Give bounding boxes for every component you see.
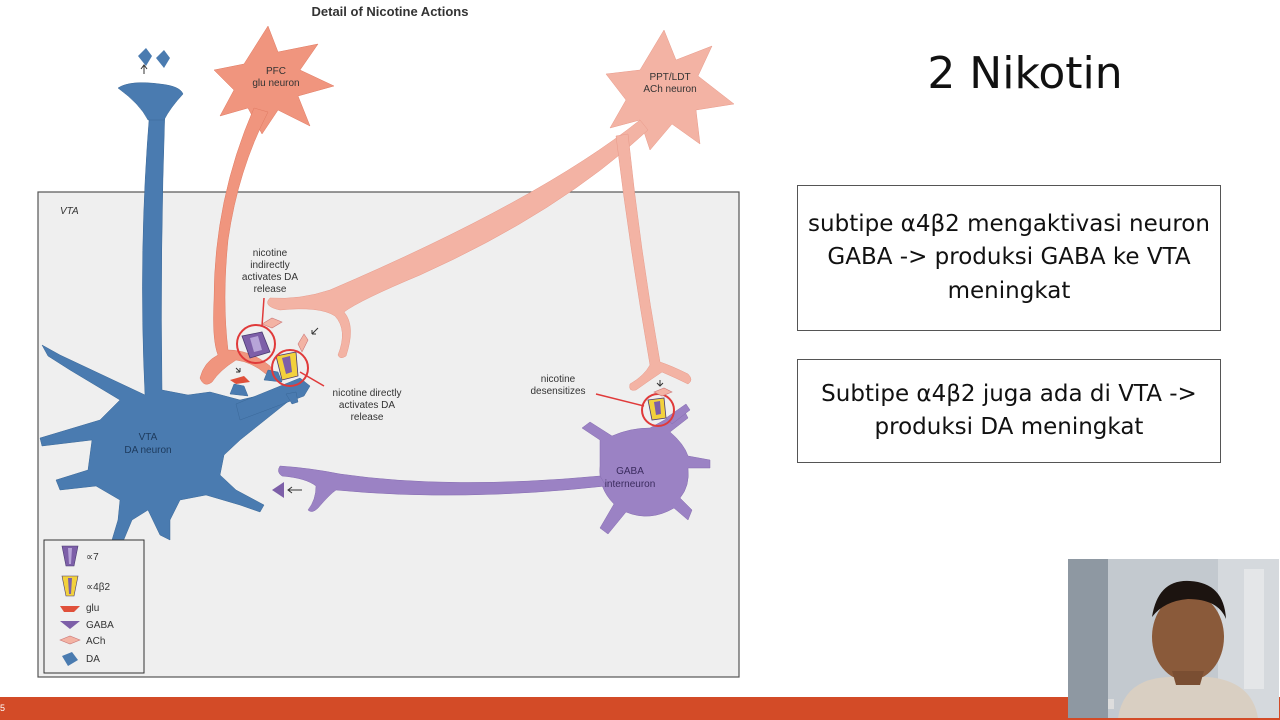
legend: ∝7 ∝4β2 glu GABA ACh DA bbox=[43, 539, 145, 674]
webcam-video bbox=[1068, 559, 1279, 718]
pointer-indirect bbox=[261, 297, 265, 327]
legend-alpha7: ∝7 bbox=[86, 552, 99, 563]
pfc-label-2: glu neuron bbox=[252, 78, 299, 89]
webcam-person-image bbox=[1068, 559, 1279, 718]
vta-da-neuron bbox=[39, 82, 311, 545]
text-box-da-content: Subtipe α4β2 juga ada di VTA -> produksi… bbox=[821, 380, 1197, 440]
annotations: nicotine indirectly activates DA release… bbox=[242, 248, 586, 423]
vta-neuron-label-1: VTA bbox=[139, 432, 158, 443]
gaba-neuron-label-2: interneuron bbox=[605, 479, 656, 490]
direct-line-3: release bbox=[351, 412, 384, 423]
text-box-da: Subtipe α4β2 juga ada di VTA -> produksi… bbox=[797, 359, 1221, 463]
alpha7-receptor bbox=[241, 331, 271, 359]
vta-region-label: VTA bbox=[60, 206, 79, 217]
legend-ach: ACh bbox=[86, 636, 105, 647]
alpha4b2-receptor-gaba bbox=[647, 397, 667, 421]
indirect-line-4: release bbox=[254, 284, 287, 295]
direct-line-1: nicotine directly bbox=[333, 388, 402, 399]
marker-circle-direct bbox=[271, 349, 309, 387]
ppt-label-1: PPT/LDT bbox=[649, 72, 690, 83]
pfc-glu-neuron bbox=[199, 25, 335, 385]
ppt-ach-neuron bbox=[267, 29, 735, 391]
figure-title: Detail of Nicotine Actions bbox=[311, 4, 469, 19]
direct-line-2: activates DA bbox=[339, 400, 395, 411]
legend-glu: glu bbox=[86, 603, 99, 614]
bottom-bar bbox=[0, 697, 1280, 720]
pfc-label-1: PFC bbox=[266, 66, 286, 77]
nicotine-diagram: VTA bbox=[37, 25, 740, 678]
desens-line-2: desensitizes bbox=[530, 386, 585, 397]
slide-title: 2 Nikotin bbox=[927, 48, 1123, 99]
neuron-labels: PFC glu neuron PPT/LDT ACh neuron VTA DA… bbox=[124, 66, 696, 490]
text-box-gaba: subtipe α4β2 mengaktivasi neuron GABA ->… bbox=[797, 185, 1221, 331]
desens-line-1: nicotine bbox=[541, 374, 576, 385]
indirect-line-3: activates DA bbox=[242, 272, 298, 283]
small-arrows bbox=[235, 327, 664, 494]
glu-molecule bbox=[230, 376, 250, 384]
marker-circle-alpha7 bbox=[236, 324, 276, 364]
pointer-direct bbox=[299, 371, 325, 387]
gaba-molecule bbox=[272, 482, 284, 498]
legend-gaba: GABA bbox=[86, 620, 114, 631]
slide-number: 5 bbox=[0, 703, 6, 713]
legend-alpha4b2: ∝4β2 bbox=[86, 582, 110, 593]
ach-molecules bbox=[261, 317, 673, 397]
ppt-label-2: ACh neuron bbox=[643, 84, 696, 95]
alpha4b2-receptor-vta bbox=[275, 351, 299, 381]
text-box-gaba-content: subtipe α4β2 mengaktivasi neuron GABA ->… bbox=[808, 210, 1210, 304]
gaba-neuron-label-1: GABA bbox=[616, 466, 644, 477]
indirect-line-1: nicotine bbox=[253, 248, 288, 259]
vta-neuron-label-2: DA neuron bbox=[124, 445, 171, 456]
pointer-desensitizes bbox=[595, 393, 645, 407]
indirect-line-2: indirectly bbox=[250, 260, 289, 271]
da-vesicles-top bbox=[138, 48, 170, 74]
legend-da: DA bbox=[86, 654, 100, 665]
